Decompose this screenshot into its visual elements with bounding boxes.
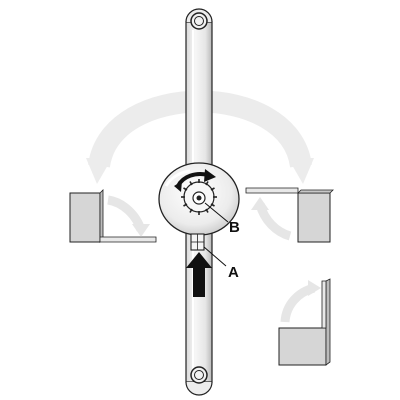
- right-panel-box: [245, 187, 334, 243]
- bottom-panel-box: [278, 278, 331, 366]
- curved-arrow-icon: [251, 197, 292, 241]
- curved-arrow-icon: [280, 280, 321, 323]
- bottom-pivot: [190, 366, 208, 384]
- callout-label-b: B: [229, 219, 240, 236]
- callout-label-a: A: [228, 264, 239, 281]
- callout-lines: [203, 202, 229, 267]
- push-arrow-icon: [186, 252, 212, 297]
- top-pivot: [190, 12, 208, 30]
- latch: [190, 233, 205, 251]
- left-panel-box: [69, 189, 157, 243]
- curved-arrow-icon: [107, 195, 150, 237]
- hub-rotation-arrow-icon: [174, 169, 216, 192]
